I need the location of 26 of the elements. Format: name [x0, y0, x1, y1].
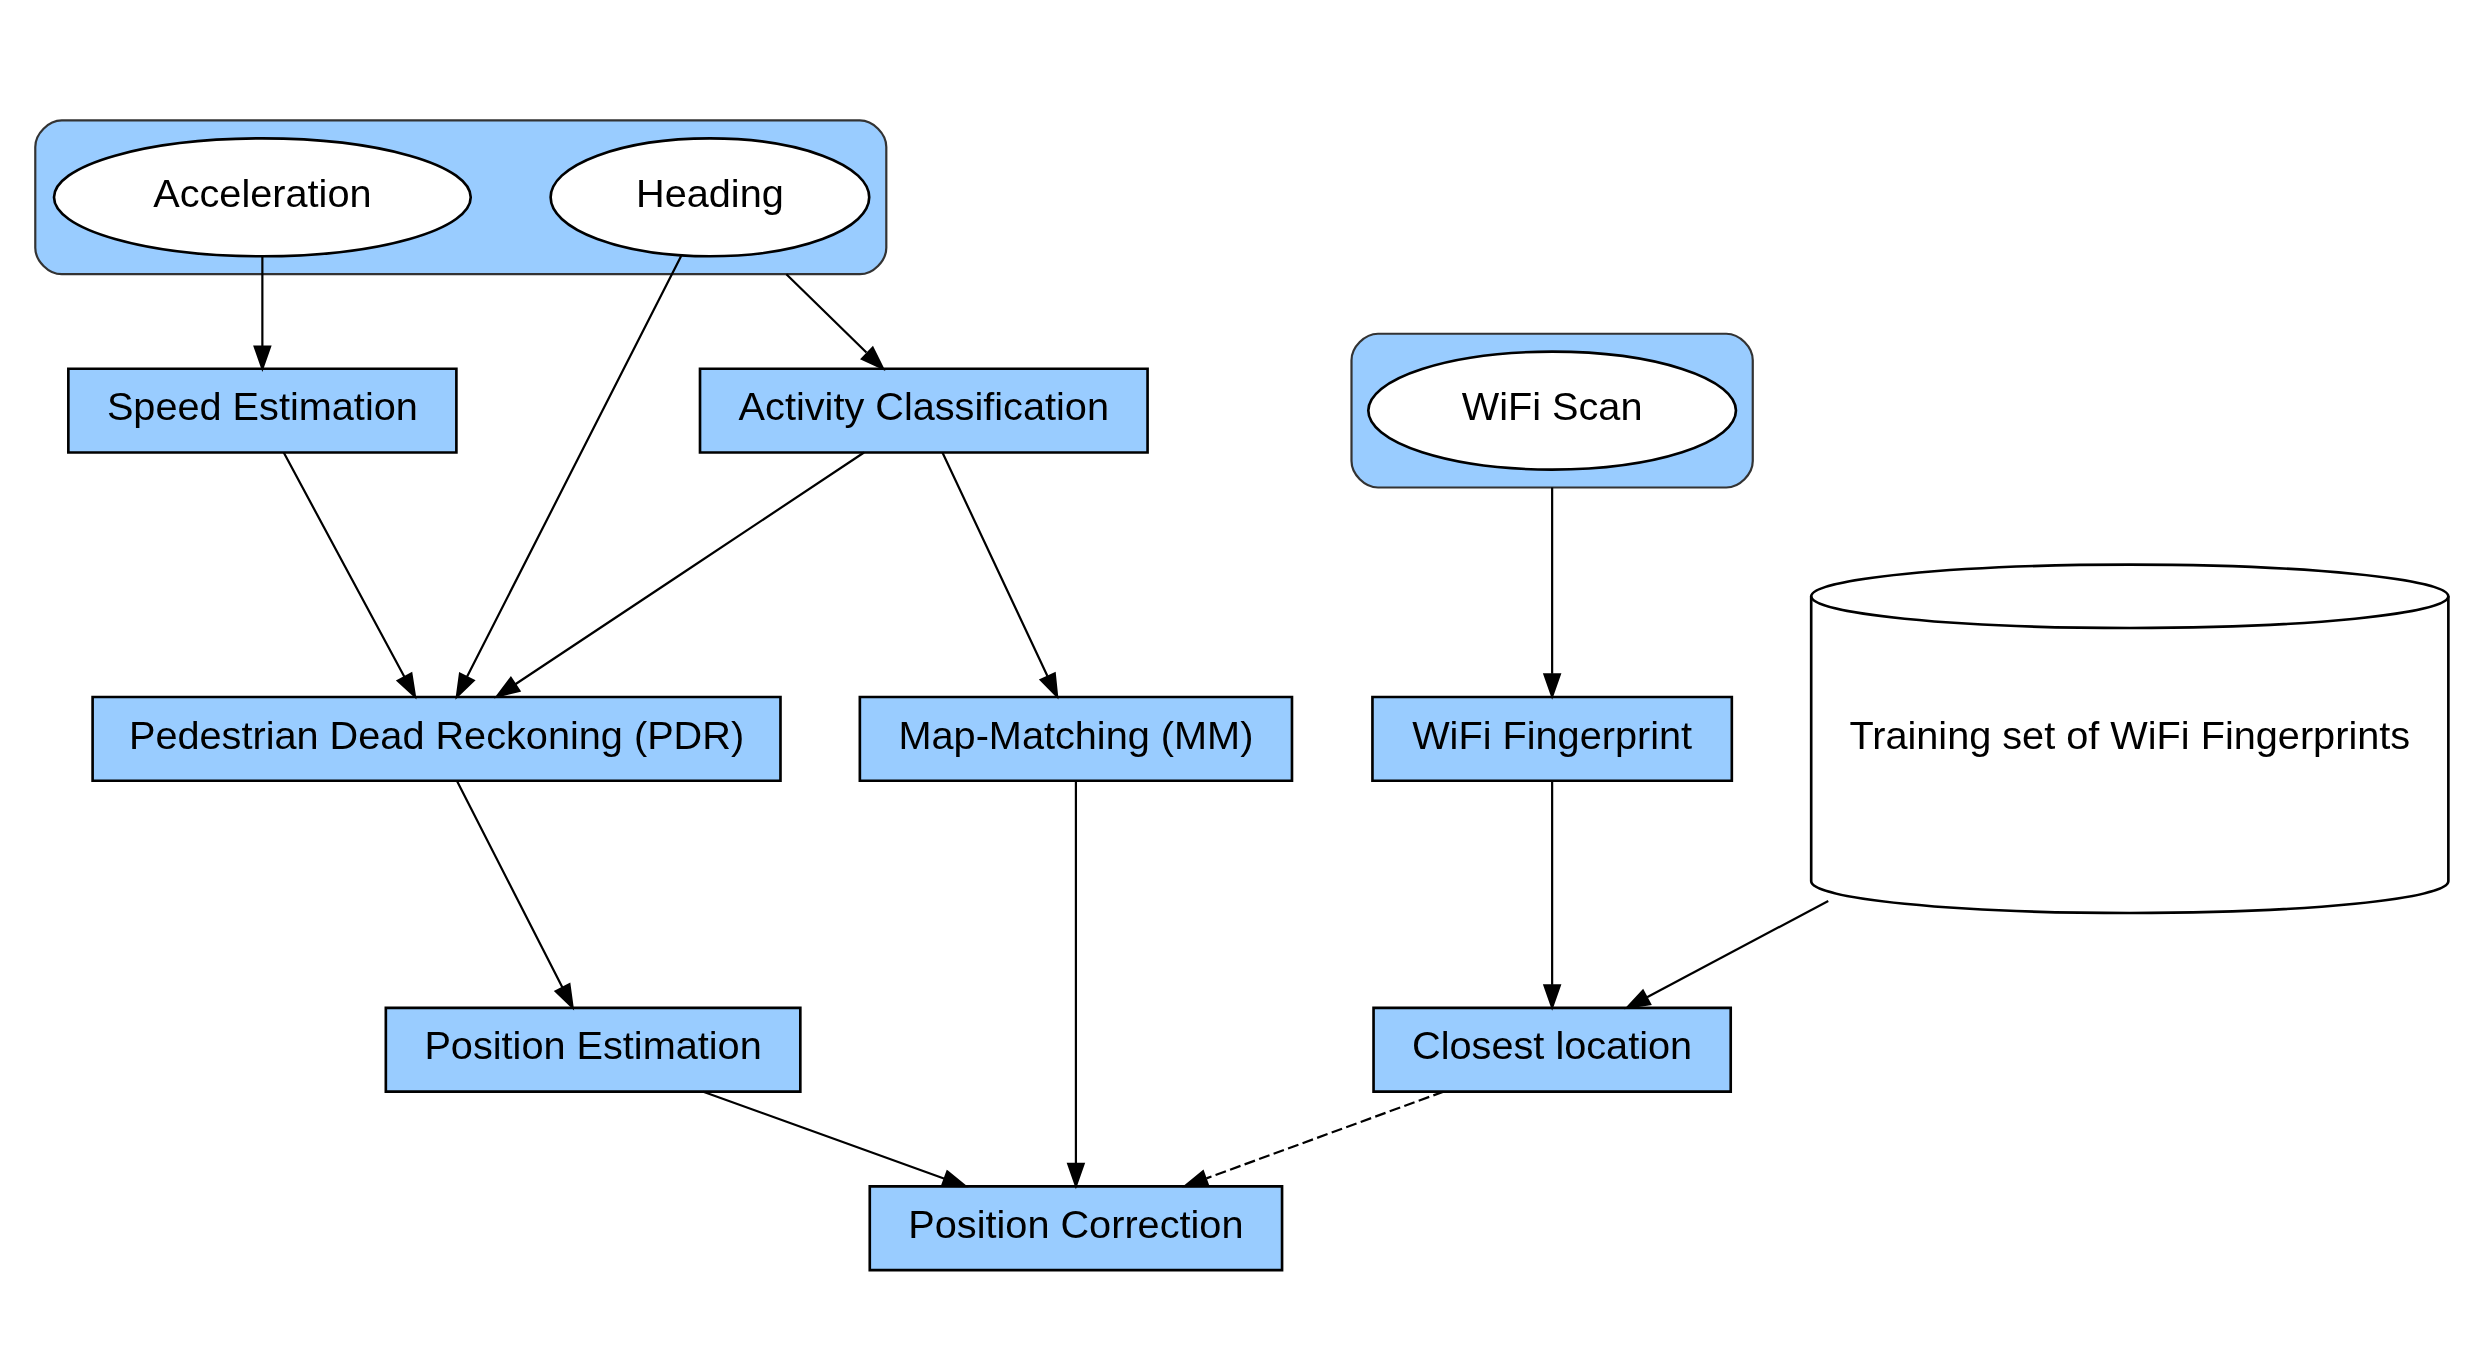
- arrow: [494, 451, 865, 698]
- arrow: [455, 255, 683, 700]
- node-box: Map-Matching (MM): [858, 695, 1294, 782]
- node-box: WiFi Fingerprint: [1371, 695, 1734, 782]
- node-box: Position Estimation: [384, 1006, 802, 1093]
- arrow: [282, 451, 417, 700]
- arrow: [456, 780, 575, 1010]
- node-ellipse: WiFi Scan: [1366, 349, 1738, 471]
- cluster: [34, 118, 888, 275]
- arrow: [253, 256, 272, 372]
- arrow: [941, 451, 1059, 700]
- arrow: [1542, 487, 1562, 700]
- node-box: Pedestrian Dead Reckoning (PDR): [91, 695, 782, 782]
- arrow: [1066, 780, 1086, 1189]
- arrow: [702, 1090, 969, 1187]
- node-ellipse: Acceleration: [52, 136, 473, 258]
- node-box: Position Correction: [868, 1184, 1284, 1271]
- node-ellipse: Heading: [549, 136, 871, 258]
- arrow: [1542, 780, 1562, 1011]
- node-box: Activity Classification: [698, 366, 1149, 454]
- node-box: Speed Estimation: [67, 366, 458, 454]
- arrow: [785, 272, 886, 371]
- arrow: [1181, 1090, 1444, 1187]
- node-box: Closest location: [1372, 1006, 1733, 1093]
- cluster: [1350, 332, 1754, 489]
- arrow: [1624, 899, 1829, 1009]
